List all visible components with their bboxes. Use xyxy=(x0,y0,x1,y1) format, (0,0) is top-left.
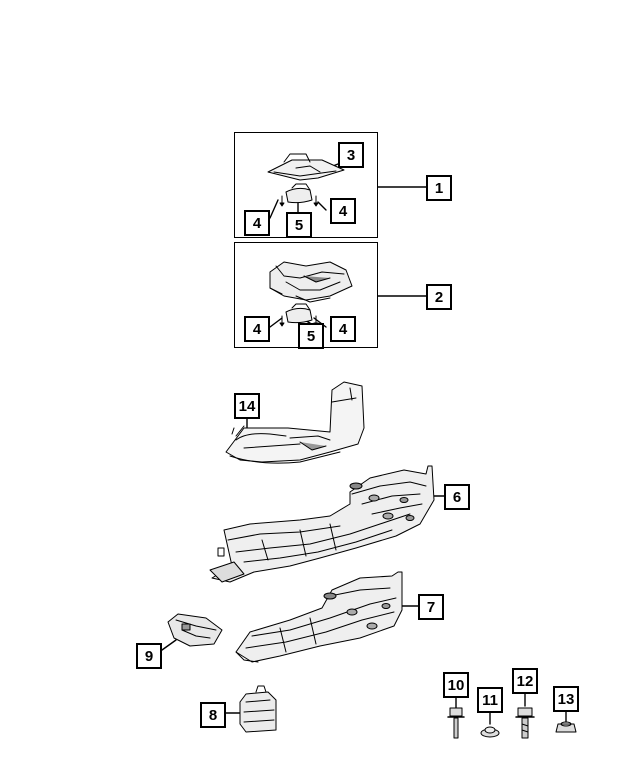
callout-4: 4 xyxy=(330,316,356,342)
part-11-nut xyxy=(480,726,500,738)
callout-4: 4 xyxy=(244,210,270,236)
part-13-nut xyxy=(555,721,577,733)
callout-1: 1 xyxy=(426,175,452,201)
callout-8: 8 xyxy=(200,702,226,728)
callout-11: 11 xyxy=(477,687,503,713)
callout-6: 6 xyxy=(444,484,470,510)
leader-lines xyxy=(161,163,567,725)
callout-3: 3 xyxy=(338,142,364,168)
part-12-bolt xyxy=(515,707,535,739)
callout-7: 7 xyxy=(418,594,444,620)
callout-5: 5 xyxy=(286,212,312,238)
part-2-shield xyxy=(269,261,353,303)
callout-5: 5 xyxy=(298,323,324,349)
part-3-bracket xyxy=(267,153,345,181)
fasteners-box-1 xyxy=(279,195,319,207)
callout-14: 14 xyxy=(234,393,260,419)
part-10-bolt xyxy=(447,707,465,739)
part-5-heat-shield-b xyxy=(285,303,313,324)
part-9-bracket xyxy=(167,613,223,647)
part-5-heat-shield-a xyxy=(285,183,313,204)
part-8-bracket xyxy=(239,685,277,733)
part-7-shield xyxy=(235,571,403,663)
part-14-shield xyxy=(225,381,365,464)
part-6-shield xyxy=(209,465,435,583)
callout-9: 9 xyxy=(136,643,162,669)
callout-12: 12 xyxy=(512,668,538,694)
callout-4: 4 xyxy=(244,316,270,342)
callout-13: 13 xyxy=(553,686,579,712)
callout-10: 10 xyxy=(443,672,469,698)
callout-4: 4 xyxy=(330,198,356,224)
callout-2: 2 xyxy=(426,284,452,310)
